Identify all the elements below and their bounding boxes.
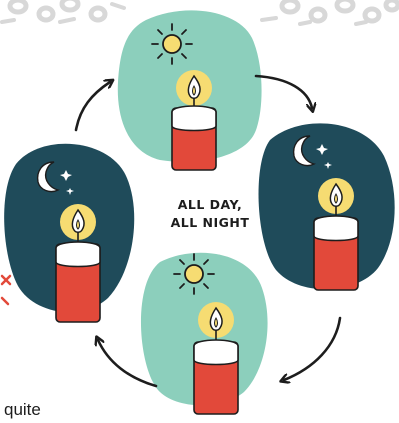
candle-bottom (193, 302, 239, 415)
candle-right (313, 178, 359, 291)
cycle-arrow-top-left (74, 82, 110, 132)
candle-top (171, 70, 217, 171)
cycle-caption: ALL DAY, ALL NIGHT (150, 196, 270, 232)
decorative-pattern (7, 0, 399, 24)
candle-left (55, 204, 101, 323)
moon-stars-icon (292, 135, 332, 169)
caption-line-1: ALL DAY, (177, 197, 243, 212)
cropped-body-text: quite (4, 400, 41, 419)
cycle-arrow-bottom-left (98, 340, 158, 388)
cycle-arrow-bottom-right (284, 316, 342, 380)
sun-icon (173, 253, 215, 295)
caption-line-2: ALL NIGHT (170, 215, 250, 230)
accent-marks (0, 274, 12, 306)
moon-stars-icon (36, 161, 74, 195)
sun-icon (151, 23, 193, 65)
decorative-dashes (0, 2, 368, 26)
cycle-arrow-top-right (254, 74, 312, 108)
